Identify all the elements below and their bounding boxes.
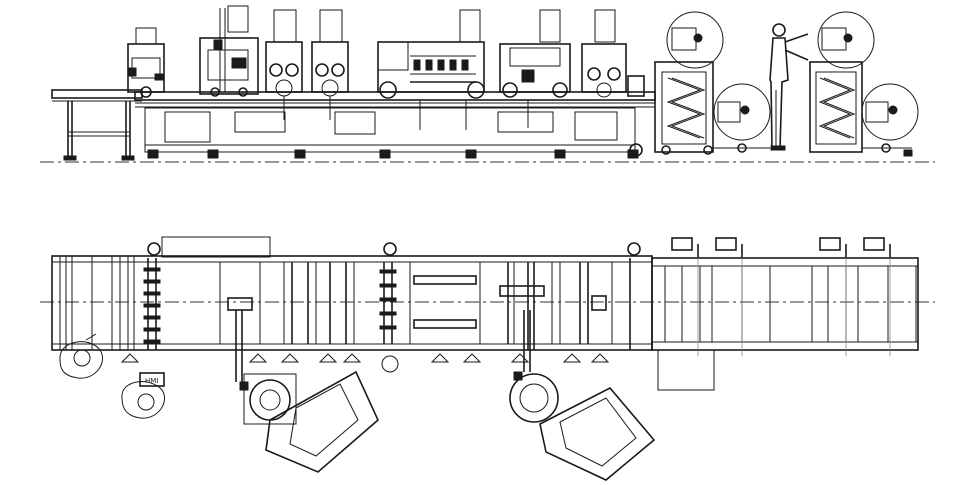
drive-motor (627, 75, 645, 97)
station-6-side (499, 9, 571, 128)
drive-wheel (629, 143, 643, 157)
infeed-conveyor-side (51, 89, 143, 161)
station-4-side (311, 9, 349, 120)
main-frame-plan (51, 242, 653, 373)
operator-figure (769, 23, 809, 151)
main-frame-side (134, 91, 656, 159)
control-cabinet (161, 236, 271, 258)
unwind-module-2-side (809, 11, 919, 157)
feeder-unit-2 (509, 310, 656, 481)
hmi-panel: HMI (121, 372, 165, 419)
unwind-modules-plan (651, 237, 919, 391)
side-elevation-view (40, 5, 935, 163)
station-2-side (199, 5, 259, 97)
feeder-unit-1 (235, 310, 379, 473)
operator-top-view-1 (59, 333, 103, 379)
station-3-side (265, 9, 303, 120)
station-7-side (581, 9, 627, 98)
station-5-side (377, 9, 485, 130)
hmi-label: HMI (145, 377, 158, 385)
top-plan-view: HMI (40, 236, 935, 481)
unwind-module-1-side (654, 11, 771, 155)
station-1-side (127, 27, 165, 98)
